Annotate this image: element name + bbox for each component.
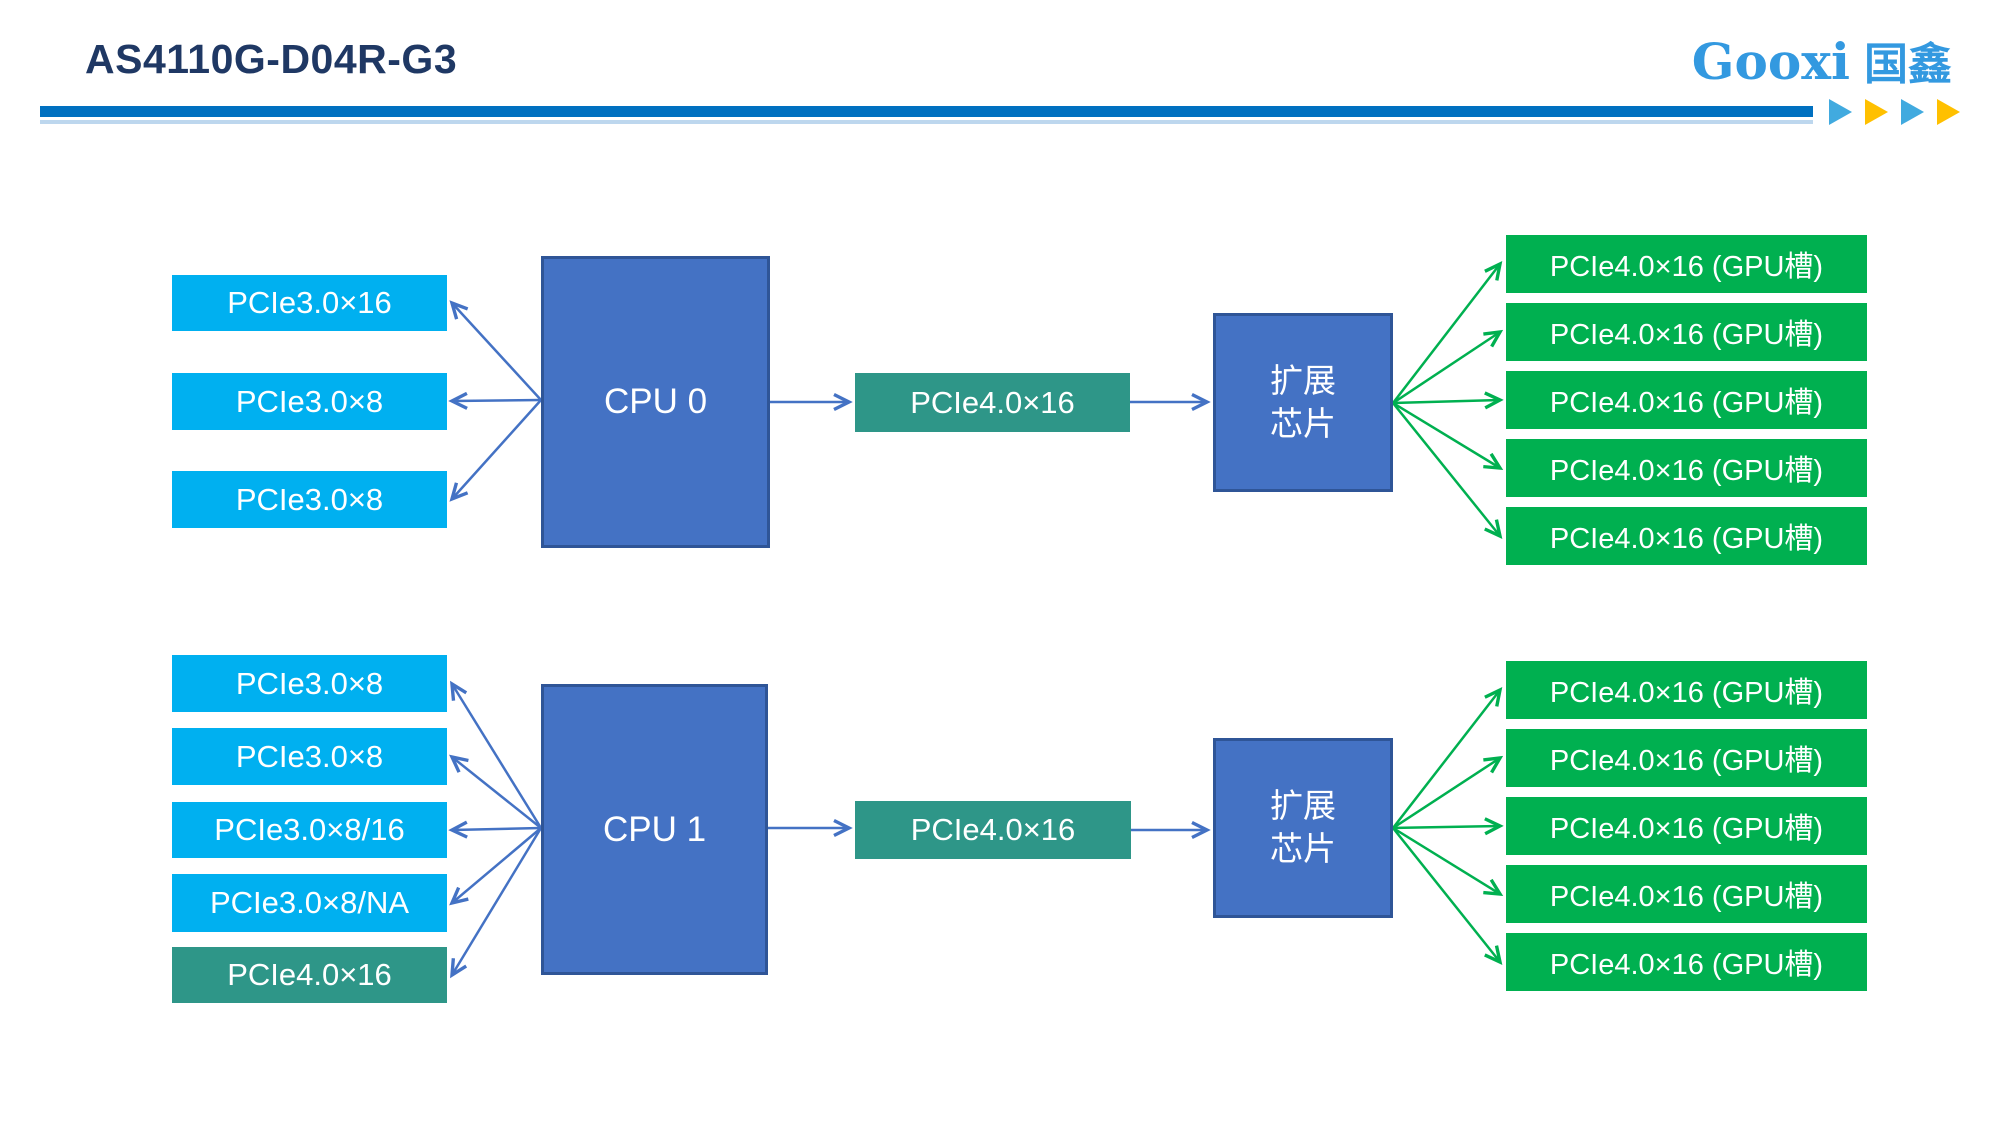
logo-text-en: Gooxi <box>1691 32 1850 91</box>
gpu-slot: PCIe4.0×16 (GPU槽) <box>1506 797 1867 855</box>
cpu0-left-slot: PCIe3.0×16 <box>172 275 447 331</box>
decor-triangle-icon <box>1901 99 1924 125</box>
cpu1-left-slot: PCIe3.0×8/16 <box>172 802 447 858</box>
expander-line2: 芯片 <box>1270 404 1336 442</box>
cpu0-uplink: PCIe4.0×16 <box>855 373 1130 432</box>
gpu-slot: PCIe4.0×16 (GPU槽) <box>1506 507 1867 565</box>
cpu0-left-arrows <box>448 300 542 502</box>
expander-line1: 扩展 <box>1270 787 1336 825</box>
expander-line1: 扩展 <box>1270 361 1336 399</box>
expander-top-fan-arrows <box>1392 261 1504 539</box>
gpu-slot: PCIe4.0×16 (GPU槽) <box>1506 439 1867 497</box>
gpu-slot: PCIe4.0×16 (GPU槽) <box>1506 729 1867 787</box>
header-rule <box>40 106 1813 117</box>
gpu-slot: PCIe4.0×16 (GPU槽) <box>1506 371 1867 429</box>
cpu1-uplink-arrows <box>768 818 1211 840</box>
gpu-slot: PCIe4.0×16 (GPU槽) <box>1506 661 1867 719</box>
expander-bottom-fan-arrows <box>1392 687 1504 965</box>
expander-chip-top: 扩展 芯片 <box>1213 313 1393 492</box>
cpu1-left-slot: PCIe3.0×8/NA <box>172 874 447 932</box>
cpu1-left-slot: PCIe4.0×16 <box>172 947 447 1003</box>
decor-triangle-icon <box>1829 99 1852 125</box>
gpu-slot: PCIe4.0×16 (GPU槽) <box>1506 865 1867 923</box>
cpu1-left-slot: PCIe3.0×8 <box>172 655 447 712</box>
expander-line2: 芯片 <box>1270 830 1336 867</box>
brand-logo: Gooxi 国鑫 <box>1692 28 1952 92</box>
page-title: AS4110G-D04R-G3 <box>85 36 458 82</box>
expander-chip-top-label: 扩展 芯片 <box>1270 360 1336 446</box>
expander-chip-bottom: 扩展 芯片 <box>1213 738 1393 918</box>
cpu0-left-slot: PCIe3.0×8 <box>172 373 447 430</box>
decor-triangle-icon <box>1937 99 1960 125</box>
logo-text-cn: 国鑫 <box>1864 40 1952 89</box>
cpu1-left-arrows <box>448 680 543 979</box>
header-rule-light <box>40 120 1813 124</box>
expander-chip-bottom-label: 扩展 芯片 <box>1270 785 1336 871</box>
decor-triangle-icon <box>1865 99 1888 125</box>
gpu-slot: PCIe4.0×16 (GPU槽) <box>1506 303 1867 361</box>
cpu1-block: CPU 1 <box>541 684 768 975</box>
gpu-slot: PCIe4.0×16 (GPU槽) <box>1506 235 1867 293</box>
cpu0-left-slot: PCIe3.0×8 <box>172 471 447 528</box>
cpu0-block: CPU 0 <box>541 256 770 548</box>
cpu1-uplink: PCIe4.0×16 <box>855 801 1131 859</box>
cpu1-left-slot: PCIe3.0×8 <box>172 728 447 785</box>
gpu-slot: PCIe4.0×16 (GPU槽) <box>1506 933 1867 991</box>
